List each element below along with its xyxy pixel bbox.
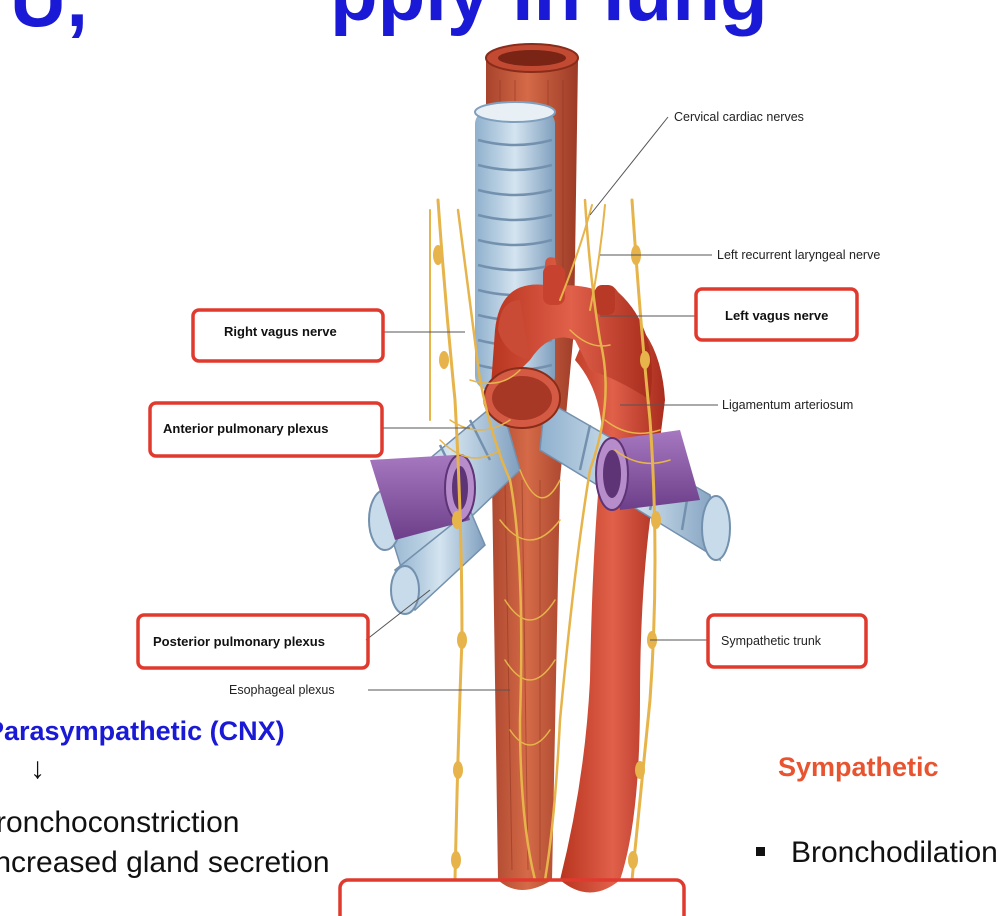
nerve-network <box>428 198 671 882</box>
page-title-right-fragment: pply in lung <box>330 0 768 37</box>
aortic-arch <box>483 257 652 429</box>
label-esophageal-plexus: Esophageal plexus <box>229 683 335 697</box>
label-right-vagus-nerve: Right vagus nerve <box>224 324 337 339</box>
sympathetic-heading: Sympathetic <box>778 752 939 782</box>
sympathetic-effect-text: Bronchodilation <box>791 836 998 869</box>
bottom-highlight-box <box>338 878 686 916</box>
sympathetic-trunk-box <box>706 613 868 669</box>
label-posterior-pulmonary-plexus: Posterior pulmonary plexus <box>153 634 325 649</box>
down-arrow-icon: ↓ <box>30 752 45 785</box>
sympathetic-effect-item: Bronchodilation <box>756 836 998 870</box>
label-left-vagus-nerve: Left vagus nerve <box>725 308 828 323</box>
label-cervical-cardiac-nerves: Cervical cardiac nerves <box>674 110 804 124</box>
anterior-pulmonary-plexus-box <box>148 401 384 458</box>
parasympathetic-heading: Parasympathetic (CNX) <box>0 716 285 746</box>
trachea <box>474 101 556 390</box>
right-vagus-nerve-box <box>191 308 385 363</box>
leader-lines <box>365 116 718 691</box>
page-title-left-fragment: U, <box>10 0 88 45</box>
right-pulmonary-vessel <box>370 454 476 540</box>
left-vagus-nerve-box <box>694 287 859 342</box>
bullet-square-icon <box>756 846 765 856</box>
label-left-recurrent-laryngeal-nerve: Left recurrent laryngeal nerve <box>717 248 880 262</box>
posterior-pulmonary-plexus-box <box>136 613 370 670</box>
label-anterior-pulmonary-plexus: Anterior pulmonary plexus <box>163 421 328 436</box>
label-ligamentum-arteriosum: Ligamentum arteriosum <box>722 398 853 412</box>
left-pulmonary-vessel <box>595 430 700 511</box>
parasympathetic-effect-2: Increased gland secretion <box>0 846 330 879</box>
parasympathetic-effect-1: Bronchoconstriction <box>0 806 240 839</box>
label-sympathetic-trunk: Sympathetic trunk <box>721 634 822 648</box>
